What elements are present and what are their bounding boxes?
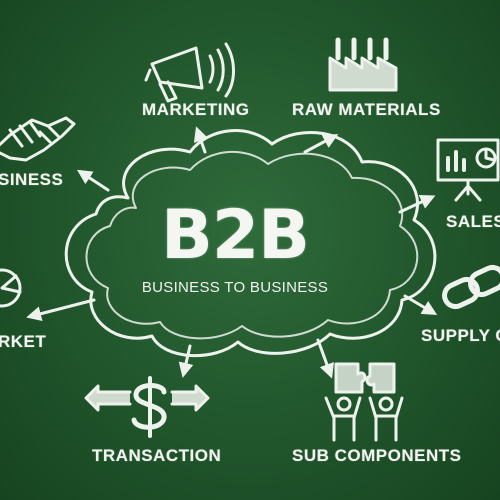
label-marketing: MARKETING <box>142 100 250 119</box>
factory-icon <box>328 37 398 92</box>
chain-icon <box>442 264 500 310</box>
cloud-outline <box>64 129 437 358</box>
label-supply-chain: SUPPLY C <box>421 326 500 345</box>
pie-chart-icon <box>0 268 22 308</box>
label-sales: SALES <box>446 212 500 231</box>
arrow-to-business <box>76 169 110 192</box>
megaphone-icon <box>144 42 235 103</box>
label-business: SINESS <box>0 170 64 189</box>
arrow-to-sales <box>398 195 436 214</box>
cloud-inner-outline <box>85 151 419 340</box>
label-sub-components: SUB COMPONENTS <box>292 446 462 465</box>
arrow-to-supply-chain <box>403 294 438 316</box>
arrow-to-marketing <box>193 126 209 154</box>
arrow-to-sub-components <box>316 338 334 379</box>
arrow-to-raw-materials <box>303 134 339 154</box>
diagram-subtitle: BUSINESS TO BUSINESS <box>141 279 329 296</box>
dollar-arrows-icon <box>84 376 210 438</box>
label-market: RKET <box>0 332 47 351</box>
label-transaction: TRANSACTION <box>92 446 222 465</box>
label-raw-materials: RAW MATERIALS <box>292 100 441 119</box>
arrow-to-transaction <box>178 344 194 378</box>
presentation-chart-icon <box>436 138 500 202</box>
diagram-title: B2B <box>161 196 310 275</box>
puzzle-people-icon <box>324 362 404 442</box>
arrow-to-market <box>26 298 96 322</box>
handshake-icon <box>0 116 76 162</box>
